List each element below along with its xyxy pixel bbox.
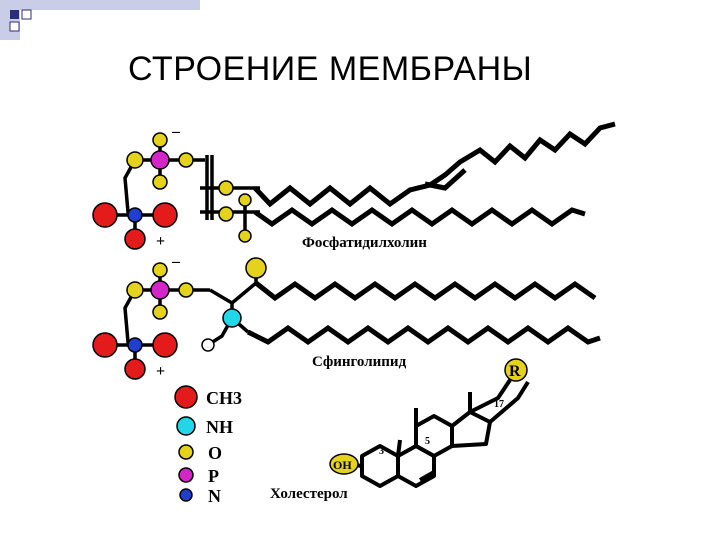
cholesterol-c17: 17 — [494, 399, 504, 410]
legend-swatch-ch3 — [174, 385, 198, 409]
legend-swatch-nh — [176, 416, 196, 436]
sphingolipid-label: Сфинголипид — [312, 354, 407, 370]
legend-label-n: N — [208, 486, 221, 506]
page-title: СТРОЕНИЕ МЕМБРАНЫ — [128, 50, 533, 88]
legend-swatch-p — [178, 467, 194, 483]
cholesterol-c5: 5 — [425, 436, 430, 447]
legend-swatch-o — [178, 444, 194, 460]
cholesterol-c3: 3 — [379, 446, 384, 457]
minus-charge: – — [171, 253, 181, 270]
plus-charge: + — [156, 363, 165, 380]
legend: CH3 NH O P N — [174, 385, 242, 506]
legend-label-nh: NH — [206, 417, 233, 437]
legend-label-p: P — [208, 466, 219, 486]
phosphatidylcholine-label: Фосфатидилхолин — [302, 235, 427, 251]
plus-charge: + — [156, 233, 165, 250]
legend-label-o: O — [208, 443, 222, 463]
cholesterol-label: Холестерол — [270, 486, 348, 502]
corner-decoration — [0, 0, 200, 40]
cholesterol-hydroxyl: OH — [333, 458, 352, 472]
phosphatidylcholine-molecule: – + Фосфатидилхолин — [92, 121, 616, 251]
minus-charge: – — [171, 123, 181, 140]
cholesterol-molecule: R OH 3 5 17 Холестерол — [270, 358, 530, 502]
sphingolipid-molecule: – + Сфинголипид — [92, 253, 601, 380]
legend-label-ch3: CH3 — [206, 388, 242, 408]
legend-swatch-n — [179, 488, 193, 502]
cholesterol-r-group: R — [509, 363, 521, 380]
